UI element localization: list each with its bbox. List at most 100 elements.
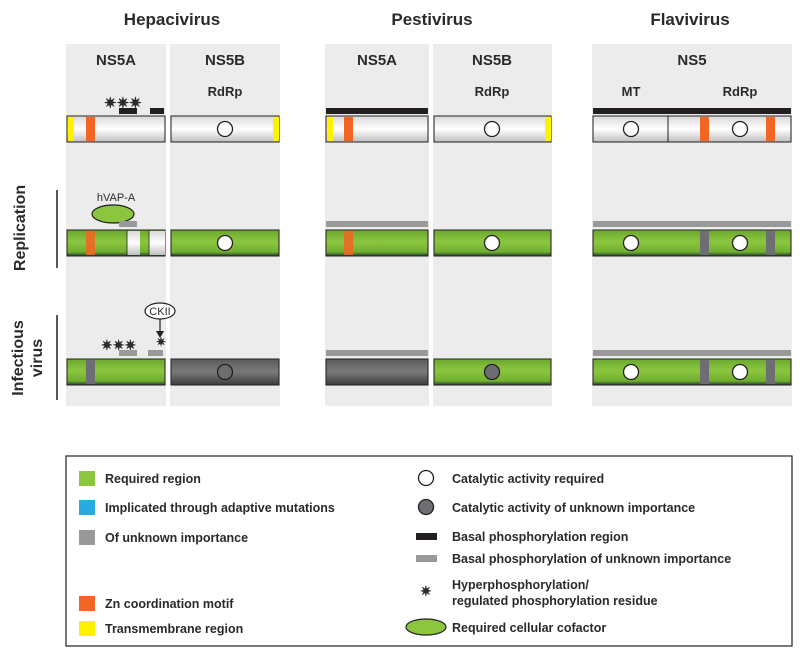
genus-hepacivirus: Hepacivirus [124,10,220,29]
legend-basal-phos-unknown: Basal phosphorylation of unknown importa… [452,552,731,566]
regulated-phos-star: ✷ [156,335,166,349]
legend-catalytic-required: Catalytic activity required [452,472,604,486]
basal-phos-unknown-bar [119,221,137,227]
legend-basal-phos: Basal phosphorylation region [452,530,628,544]
legend-swatch-unknown [79,530,95,545]
catalytic-required-marker [622,120,640,138]
legend-swatch-zn [79,596,95,611]
legend-hyper-star-icon: ✷ [420,583,432,599]
ns5-bar [592,115,792,143]
legend-catalytic-required-icon [417,469,435,487]
hyperphosphorylation-stars: ✷✷✷ [104,95,142,112]
legend-tm: Transmembrane region [105,622,243,636]
transmembrane-region [327,117,333,141]
transmembrane-region [273,117,279,141]
basal-phos-bar [326,108,428,114]
basal-phos-unknown-bar [593,221,791,227]
ns5a-bar [66,115,166,143]
zn-motif [700,117,709,141]
domain-fla-rdrp: RdRp [723,84,758,99]
legend-hyper-line2: regulated phosphorylation residue [452,594,658,608]
transmembrane-region [545,117,551,141]
ckii-arrowhead [156,331,164,338]
basal-phos-unknown-bar [119,350,137,356]
zn-motif [344,117,353,141]
legend-cofactor-icon [405,618,447,636]
row-replication: hVAP-A [66,192,792,257]
zn-motif [766,117,775,141]
domain-fla-mt: MT [622,84,641,99]
hvap-cofactor [91,204,135,224]
protein-fla-ns5: NS5 [677,52,706,69]
ns5-bar [592,229,792,257]
legend-swatch-required [79,471,95,486]
protein-pes-ns5a: NS5A [357,52,397,69]
catalytic-required-marker [731,363,749,381]
basal-phos-unknown-bar [593,350,791,356]
unknown-region [766,231,775,255]
catalytic-required-marker [483,234,501,252]
catalytic-required-marker [731,120,749,138]
row-label-virus: virus [29,339,46,377]
basal-phos-unknown-bar [326,221,428,227]
ns5a-bar [66,358,166,386]
catalytic-unknown-marker [216,363,234,381]
row-label-infectious: Infectious [10,320,27,396]
panel-pes-ns5b [433,44,552,406]
ns5a-bar [325,358,429,386]
unknown-region [127,231,140,255]
catalytic-required-marker [216,120,234,138]
catalytic-required-marker [216,234,234,252]
legend-swatch-adaptive [79,500,95,515]
panel-hep-ns5a [66,44,166,406]
ns5a-bar [325,115,429,143]
domain-pes-rdrp: RdRp [475,84,510,99]
ckii-label: CKII [149,306,170,318]
legend-basal-phos-unknown-icon [416,555,437,562]
legend-catalytic-unknown-icon [417,498,435,516]
basal-phos-unknown-bar [148,350,163,356]
unknown-region [700,360,709,384]
row-infectious: CKII ✷✷✷ ✷ [66,302,792,386]
catalytic-required-marker [622,234,640,252]
hvap-label: hVAP-A [97,192,136,204]
ns5a-bar [325,229,429,257]
unknown-region [700,231,709,255]
row-label-replication: Replication [12,185,29,271]
catalytic-required-marker [483,120,501,138]
unknown-region [86,360,95,384]
genus-pestivirus: Pestivirus [391,10,472,29]
basal-phos-bar [119,108,137,114]
protein-hep-ns5b: NS5B [205,52,245,69]
legend-swatch-tm [79,621,95,636]
zn-motif [86,231,95,255]
legend-hyper-line1: Hyperphosphorylation/ [452,578,589,592]
basal-phos-bar [150,108,164,114]
legend-cofactor: Required cellular cofactor [452,621,606,635]
protein-hep-ns5a: NS5A [96,52,136,69]
protein-pes-ns5b: NS5B [472,52,512,69]
unknown-region [766,360,775,384]
adaptive-mutation-stars: ✷✷✷ [101,337,136,353]
legend-basal-phos-icon [416,533,437,540]
legend-catalytic-unknown: Catalytic activity of unknown importance [452,501,695,515]
basal-phos-bar [593,108,791,114]
unknown-region [149,231,165,255]
panel-hep-ns5b [170,44,280,406]
legend-box [65,455,793,647]
legend-zn: Zn coordination motif [105,597,234,611]
catalytic-unknown-marker [483,363,501,381]
genus-flavivirus: Flavivirus [650,10,729,29]
transmembrane-region [68,117,74,141]
zn-motif [86,117,95,141]
ns5-bar [592,358,792,386]
legend: Required region Implicated through adapt… [65,455,793,647]
legend-required-region: Required region [105,472,201,486]
legend-unknown: Of unknown importance [105,531,248,545]
domain-hep-rdrp: RdRp [208,84,243,99]
zn-motif [344,231,353,255]
catalytic-required-marker [731,234,749,252]
basal-phos-unknown-bar [326,350,428,356]
row-schematic: ✷✷✷ [66,95,792,143]
